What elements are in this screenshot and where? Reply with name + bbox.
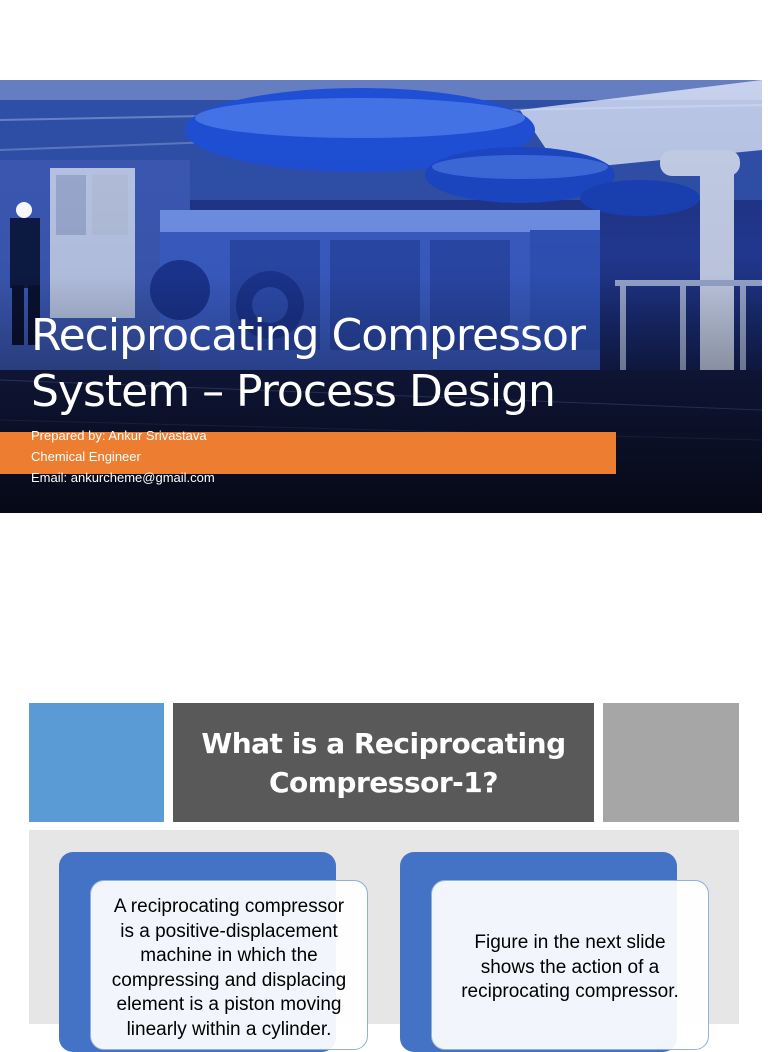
figure-note-text: Figure in the next slide shows the actio… (461, 931, 679, 1005)
definition-line-2: is a positive-displacement (120, 920, 338, 942)
subtitle-accent-bar (0, 432, 616, 474)
definition-line-3: machine in which the (140, 945, 318, 966)
author-info: Prepared by: Ankur Srivastava Chemical E… (31, 425, 215, 488)
author-email-text: Email: ankurcheme@gmail.com (31, 470, 215, 485)
definition-line-4: compressing and displacing (111, 969, 347, 991)
slide-title-line-1: Reciprocating Compressor (31, 310, 586, 361)
definition-line-5: element is a piston moving (116, 994, 342, 1015)
slide-title-line-2: System – Process Design (31, 366, 556, 417)
definition-line-6: linearly within a cylinder. (126, 1018, 332, 1040)
title-slide: Reciprocating Compressor System – Proces… (0, 80, 762, 513)
slide-title: Reciprocating Compressor System – Proces… (31, 308, 731, 420)
definition-card: A reciprocating compressor is a positive… (90, 880, 368, 1050)
slide2-title-line-1: What is a Reciprocating (201, 726, 566, 760)
figure-note-line-3: reciprocating compressor. (461, 981, 679, 1002)
definition-text: A reciprocating compressor is a positive… (112, 895, 346, 1042)
figure-note-line-1: Figure in the next slide (474, 932, 666, 953)
slide2-title: What is a Reciprocating Compressor-1? (201, 724, 566, 802)
figure-note-line-2: shows the action of a (480, 956, 660, 978)
gray-accent-square (603, 703, 739, 822)
blue-accent-square (29, 703, 164, 822)
slide2-content: A reciprocating compressor is a positive… (29, 830, 739, 1052)
definition-line-1: A reciprocating compressor (113, 896, 345, 917)
slide2-title-box: What is a Reciprocating Compressor-1? (173, 703, 594, 822)
figure-note-card: Figure in the next slide shows the actio… (431, 880, 709, 1050)
prepared-by-text: Prepared by: Ankur Srivastava (31, 428, 207, 443)
author-role-text: Chemical Engineer (31, 449, 141, 464)
slide2-title-line-2: Compressor-1? (268, 765, 499, 799)
